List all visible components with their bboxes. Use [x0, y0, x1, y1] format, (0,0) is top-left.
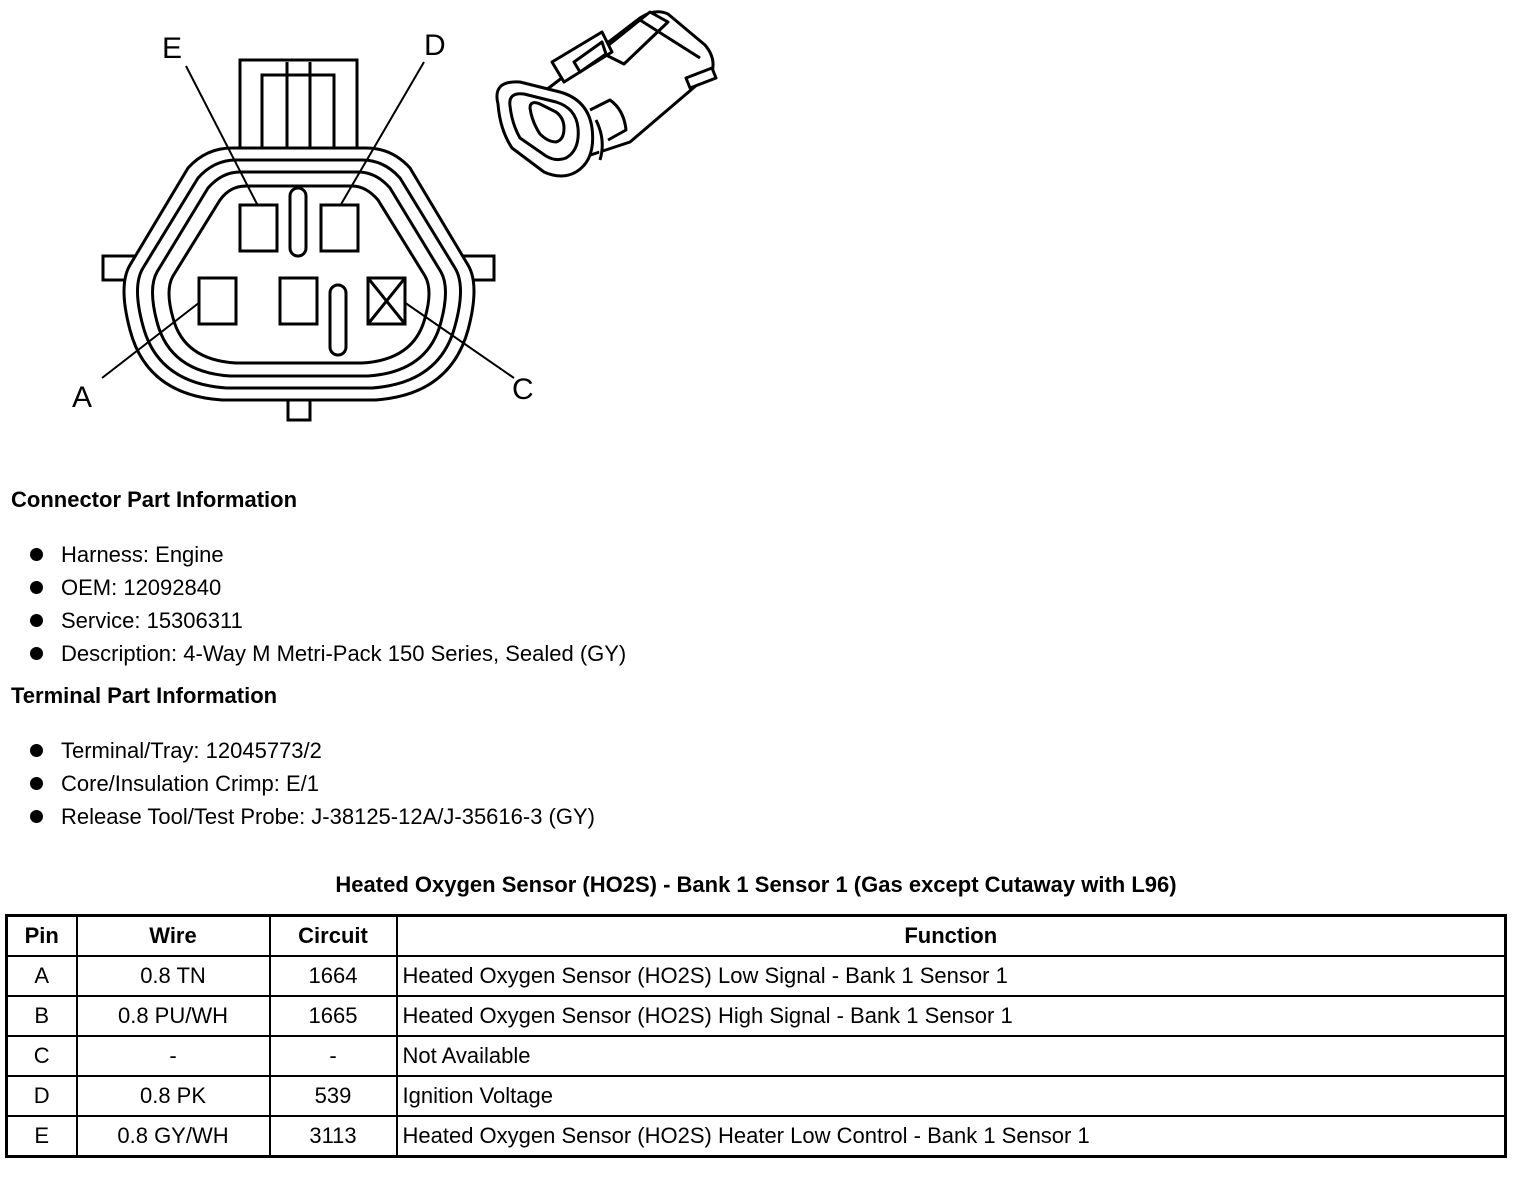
cell-wire: 0.8 PK	[75, 1075, 271, 1117]
cell-function: Not Available	[395, 1035, 1507, 1077]
list-item: Service: 15306311	[30, 604, 626, 637]
pin-label-c: C	[512, 373, 534, 406]
table-row: E 0.8 GY/WH 3113 Heated Oxygen Sensor (H…	[5, 1115, 1507, 1158]
terminal-info-list: Terminal/Tray: 12045773/2 Core/Insulatio…	[30, 734, 595, 833]
cavity-a	[197, 276, 238, 326]
cell-wire: -	[75, 1035, 271, 1077]
table-row: D 0.8 PK 539 Ignition Voltage	[5, 1075, 1507, 1117]
table-row: A 0.8 TN 1664 Heated Oxygen Sensor (HO2S…	[5, 955, 1507, 997]
list-item: Terminal/Tray: 12045773/2	[30, 734, 595, 767]
bullet-icon	[30, 744, 43, 757]
cell-pin: E	[5, 1115, 78, 1158]
bullet-icon	[30, 548, 43, 561]
cell-pin: C	[5, 1035, 78, 1077]
bullet-icon	[30, 647, 43, 660]
bullet-icon	[30, 810, 43, 823]
cell-pin: A	[5, 955, 78, 997]
bullet-icon	[30, 581, 43, 594]
terminal-info-heading: Terminal Part Information	[11, 683, 278, 708]
header-wire: Wire	[75, 914, 271, 957]
list-item: OEM: 12092840	[30, 571, 626, 604]
cavity-b	[278, 276, 319, 326]
cell-wire: 0.8 GY/WH	[75, 1115, 271, 1158]
cell-circuit: 1664	[268, 955, 398, 997]
bullet-icon	[30, 777, 43, 790]
cell-function: Heated Oxygen Sensor (HO2S) Low Signal -…	[395, 955, 1507, 997]
cell-circuit: 539	[268, 1075, 398, 1117]
list-item: Harness: Engine	[30, 538, 626, 571]
pin-label-e: E	[162, 32, 182, 65]
table-row: B 0.8 PU/WH 1665 Heated Oxygen Sensor (H…	[5, 995, 1507, 1037]
cell-wire: 0.8 PU/WH	[75, 995, 271, 1037]
connector-3d-view	[495, 10, 718, 178]
list-item: Core/Insulation Crimp: E/1	[30, 767, 595, 800]
cell-function: Heated Oxygen Sensor (HO2S) High Signal …	[395, 995, 1507, 1037]
cavity-d	[319, 203, 360, 253]
cell-function: Heated Oxygen Sensor (HO2S) Heater Low C…	[395, 1115, 1507, 1158]
cell-circuit: 1665	[268, 995, 398, 1037]
connector-diagram: E D A C	[72, 10, 718, 422]
connector-info-list: Harness: Engine OEM: 12092840 Service: 1…	[30, 538, 626, 670]
cell-circuit: -	[268, 1035, 398, 1077]
table-header-row: Pin Wire Circuit Function	[5, 914, 1507, 957]
connector-face	[101, 58, 515, 422]
header-circuit: Circuit	[268, 914, 398, 957]
list-item: Description: 4-Way M Metri-Pack 150 Seri…	[30, 637, 626, 670]
cell-pin: D	[5, 1075, 78, 1117]
pin-label-a: A	[72, 381, 92, 414]
pin-table: Pin Wire Circuit Function A 0.8 TN 1664 …	[5, 914, 1507, 1158]
header-pin: Pin	[5, 914, 78, 957]
table-row: C - - Not Available	[5, 1035, 1507, 1077]
cell-pin: B	[5, 995, 78, 1037]
cell-wire: 0.8 TN	[75, 955, 271, 997]
bullet-icon	[30, 614, 43, 627]
header-function: Function	[395, 914, 1507, 957]
pin-table-title: Heated Oxygen Sensor (HO2S) - Bank 1 Sen…	[335, 872, 1177, 897]
cavity-e	[238, 203, 279, 253]
cell-circuit: 3113	[268, 1115, 398, 1158]
cell-function: Ignition Voltage	[395, 1075, 1507, 1117]
pin-label-d: D	[424, 29, 446, 62]
connector-info-heading: Connector Part Information	[11, 487, 298, 512]
list-item: Release Tool/Test Probe: J-38125-12A/J-3…	[30, 800, 595, 833]
